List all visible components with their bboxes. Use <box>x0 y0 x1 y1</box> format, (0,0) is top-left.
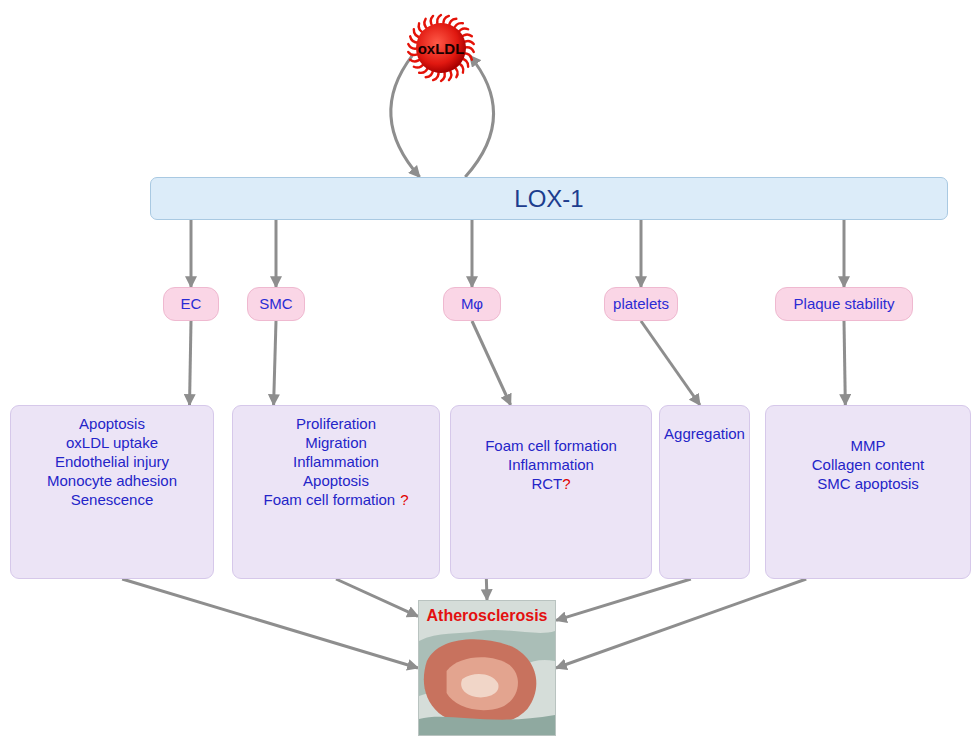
text-line: Collagen content <box>812 455 925 474</box>
text-line: LOX-1 <box>514 185 583 213</box>
text-line: Plaque stability <box>794 295 895 313</box>
text-line: Senescence <box>71 490 154 509</box>
text-line: SMC <box>259 295 292 313</box>
particle-core <box>416 23 466 73</box>
cell-type-box: Plaque stability <box>775 287 913 321</box>
effect-box: MMP Collagen contentSMC apoptosis <box>765 405 971 579</box>
cell-type-label: SMC <box>259 295 292 312</box>
flow-arrow <box>122 579 418 668</box>
effect-box: Apoptosis oxLDL uptakeEndothelial injuryM… <box>10 405 214 579</box>
effect-text: Migration <box>305 434 367 451</box>
flow-arrow <box>471 220 474 287</box>
effect-text: Apoptosis <box>303 472 369 489</box>
flow-arrow <box>640 220 643 287</box>
effect-text: Foam cell formation <box>485 437 617 454</box>
effect-text: Inflammation <box>293 453 379 470</box>
flow-arrow <box>641 321 700 405</box>
effect-box: Foam cell formationInflammationRCT? <box>450 405 652 579</box>
effect-text: RCT <box>531 475 562 492</box>
text-line: Endothelial injury <box>55 452 169 471</box>
text-line: Proliferation <box>296 414 376 433</box>
effect-text: MMP <box>851 437 886 454</box>
text-line: Mφ <box>461 295 483 313</box>
text-column: oxLDL <box>405 10 477 86</box>
effect-text: Inflammation <box>508 456 594 473</box>
text-column: LOX-1 <box>151 178 947 219</box>
cell-type-box: EC <box>163 287 219 321</box>
text-column: Foam cell formationInflammationRCT? <box>451 406 651 578</box>
text-column: Atherosclerosis <box>419 601 555 735</box>
flow-arrow <box>336 579 418 616</box>
flow-arrow <box>275 220 278 287</box>
effect-text: Endothelial injury <box>55 453 169 470</box>
flow-arrow <box>190 220 193 287</box>
flow-arrow <box>843 220 846 287</box>
text-line: Apoptosis <box>79 414 145 433</box>
text-line: SMC apoptosis <box>817 474 919 493</box>
text-column: Mφ <box>444 288 500 320</box>
text-line: Inflammation <box>508 455 594 474</box>
image-caption: Atherosclerosis <box>427 607 548 624</box>
query-mark: ? <box>562 475 570 492</box>
text-line: Foam cell formation <box>485 436 617 455</box>
text-column: Apoptosis oxLDL uptakeEndothelial injuryM… <box>11 406 213 578</box>
text-line: Aggregation <box>664 424 745 443</box>
text-column: Plaque stability <box>776 288 912 320</box>
text-column: Aggregation <box>660 406 749 578</box>
flow-arrow <box>485 579 489 600</box>
cell-type-label: Plaque stability <box>794 295 895 312</box>
text-line: platelets <box>613 295 669 313</box>
flow-arrow <box>556 579 806 668</box>
text-column: platelets <box>605 288 677 320</box>
text-line: oxLDL <box>418 40 465 57</box>
text-line: oxLDL uptake <box>66 433 158 452</box>
effect-text: oxLDL uptake <box>66 434 158 451</box>
flow-arrow <box>391 56 420 177</box>
particle-label: oxLDL <box>418 40 465 57</box>
histology-image: Atherosclerosis <box>418 600 556 736</box>
flow-arrow <box>465 56 493 177</box>
effect-text: Collagen content <box>812 456 925 473</box>
text-line: EC <box>181 295 202 313</box>
cell-type-label: platelets <box>613 295 669 312</box>
flow-arrow <box>556 579 691 620</box>
text-column: ProliferationMigrationInflammationApopto… <box>233 406 439 578</box>
text-column: MMP Collagen contentSMC apoptosis <box>766 406 970 578</box>
text-line: MMP <box>851 436 886 455</box>
cell-type-label: Mφ <box>461 295 483 312</box>
effect-box: Aggregation <box>659 405 750 579</box>
text-line: RCT? <box>531 474 570 493</box>
text-line: Migration <box>305 433 367 452</box>
effect-text: Foam cell formation <box>263 491 395 508</box>
effect-text: Monocyte adhesion <box>47 472 177 489</box>
effect-text: Apoptosis <box>79 415 145 432</box>
text-line: Foam cell formation? <box>263 490 408 509</box>
cell-type-label: EC <box>181 295 202 312</box>
cell-type-box: platelets <box>604 287 678 321</box>
oxldl-particle: oxLDL <box>405 10 477 86</box>
text-column: EC <box>164 288 218 320</box>
flow-arrow <box>844 321 845 405</box>
effect-text: SMC apoptosis <box>817 475 919 492</box>
cell-type-box: SMC <box>247 287 305 321</box>
flow-arrow <box>274 321 276 405</box>
effect-text: Senescence <box>71 491 154 508</box>
effect-box: ProliferationMigrationInflammationApopto… <box>232 405 440 579</box>
text-line: Monocyte adhesion <box>47 471 177 490</box>
receptor-label: LOX-1 <box>514 185 583 212</box>
flow-arrow <box>190 321 191 405</box>
effect-text: Aggregation <box>664 425 745 442</box>
text-line: Apoptosis <box>303 471 369 490</box>
text-line: Atherosclerosis <box>427 607 548 625</box>
text-line: Inflammation <box>293 452 379 471</box>
receptor-band: LOX-1 <box>150 177 948 220</box>
text-column: SMC <box>248 288 304 320</box>
effect-text: Proliferation <box>296 415 376 432</box>
flow-arrow <box>472 321 511 405</box>
cell-type-box: Mφ <box>443 287 501 321</box>
query-mark: ? <box>400 491 408 508</box>
